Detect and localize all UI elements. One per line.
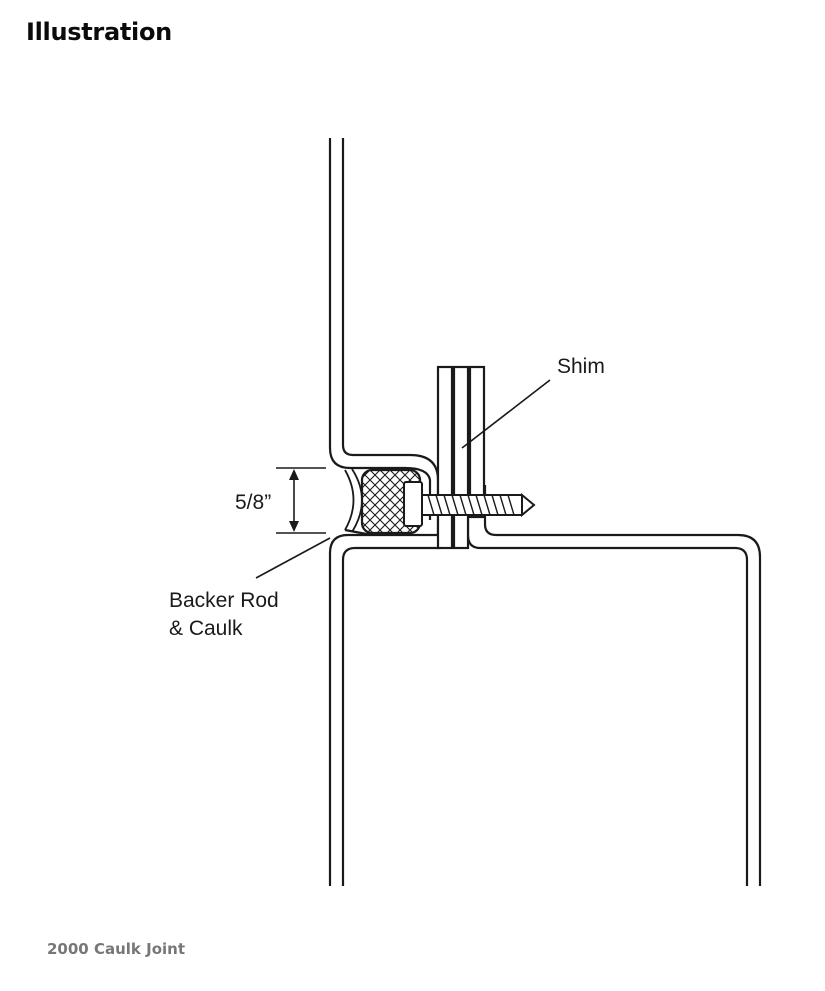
dimension-marker [276,467,326,534]
lower-frame [328,485,762,886]
shim [436,365,486,550]
backer-leader-line [255,537,331,579]
figure-caption: 2000 Caulk Joint [47,940,185,958]
backer-label-line1: Backer Rod [169,589,279,612]
shim-label: Shim [557,355,605,378]
shim-leader-line [461,379,551,449]
screw [403,481,536,527]
dimension-label: 5/8” [235,491,271,514]
backer-label-line2: & Caulk [169,617,243,640]
page-title: Illustration [26,18,172,46]
caulk-bead [344,469,355,531]
